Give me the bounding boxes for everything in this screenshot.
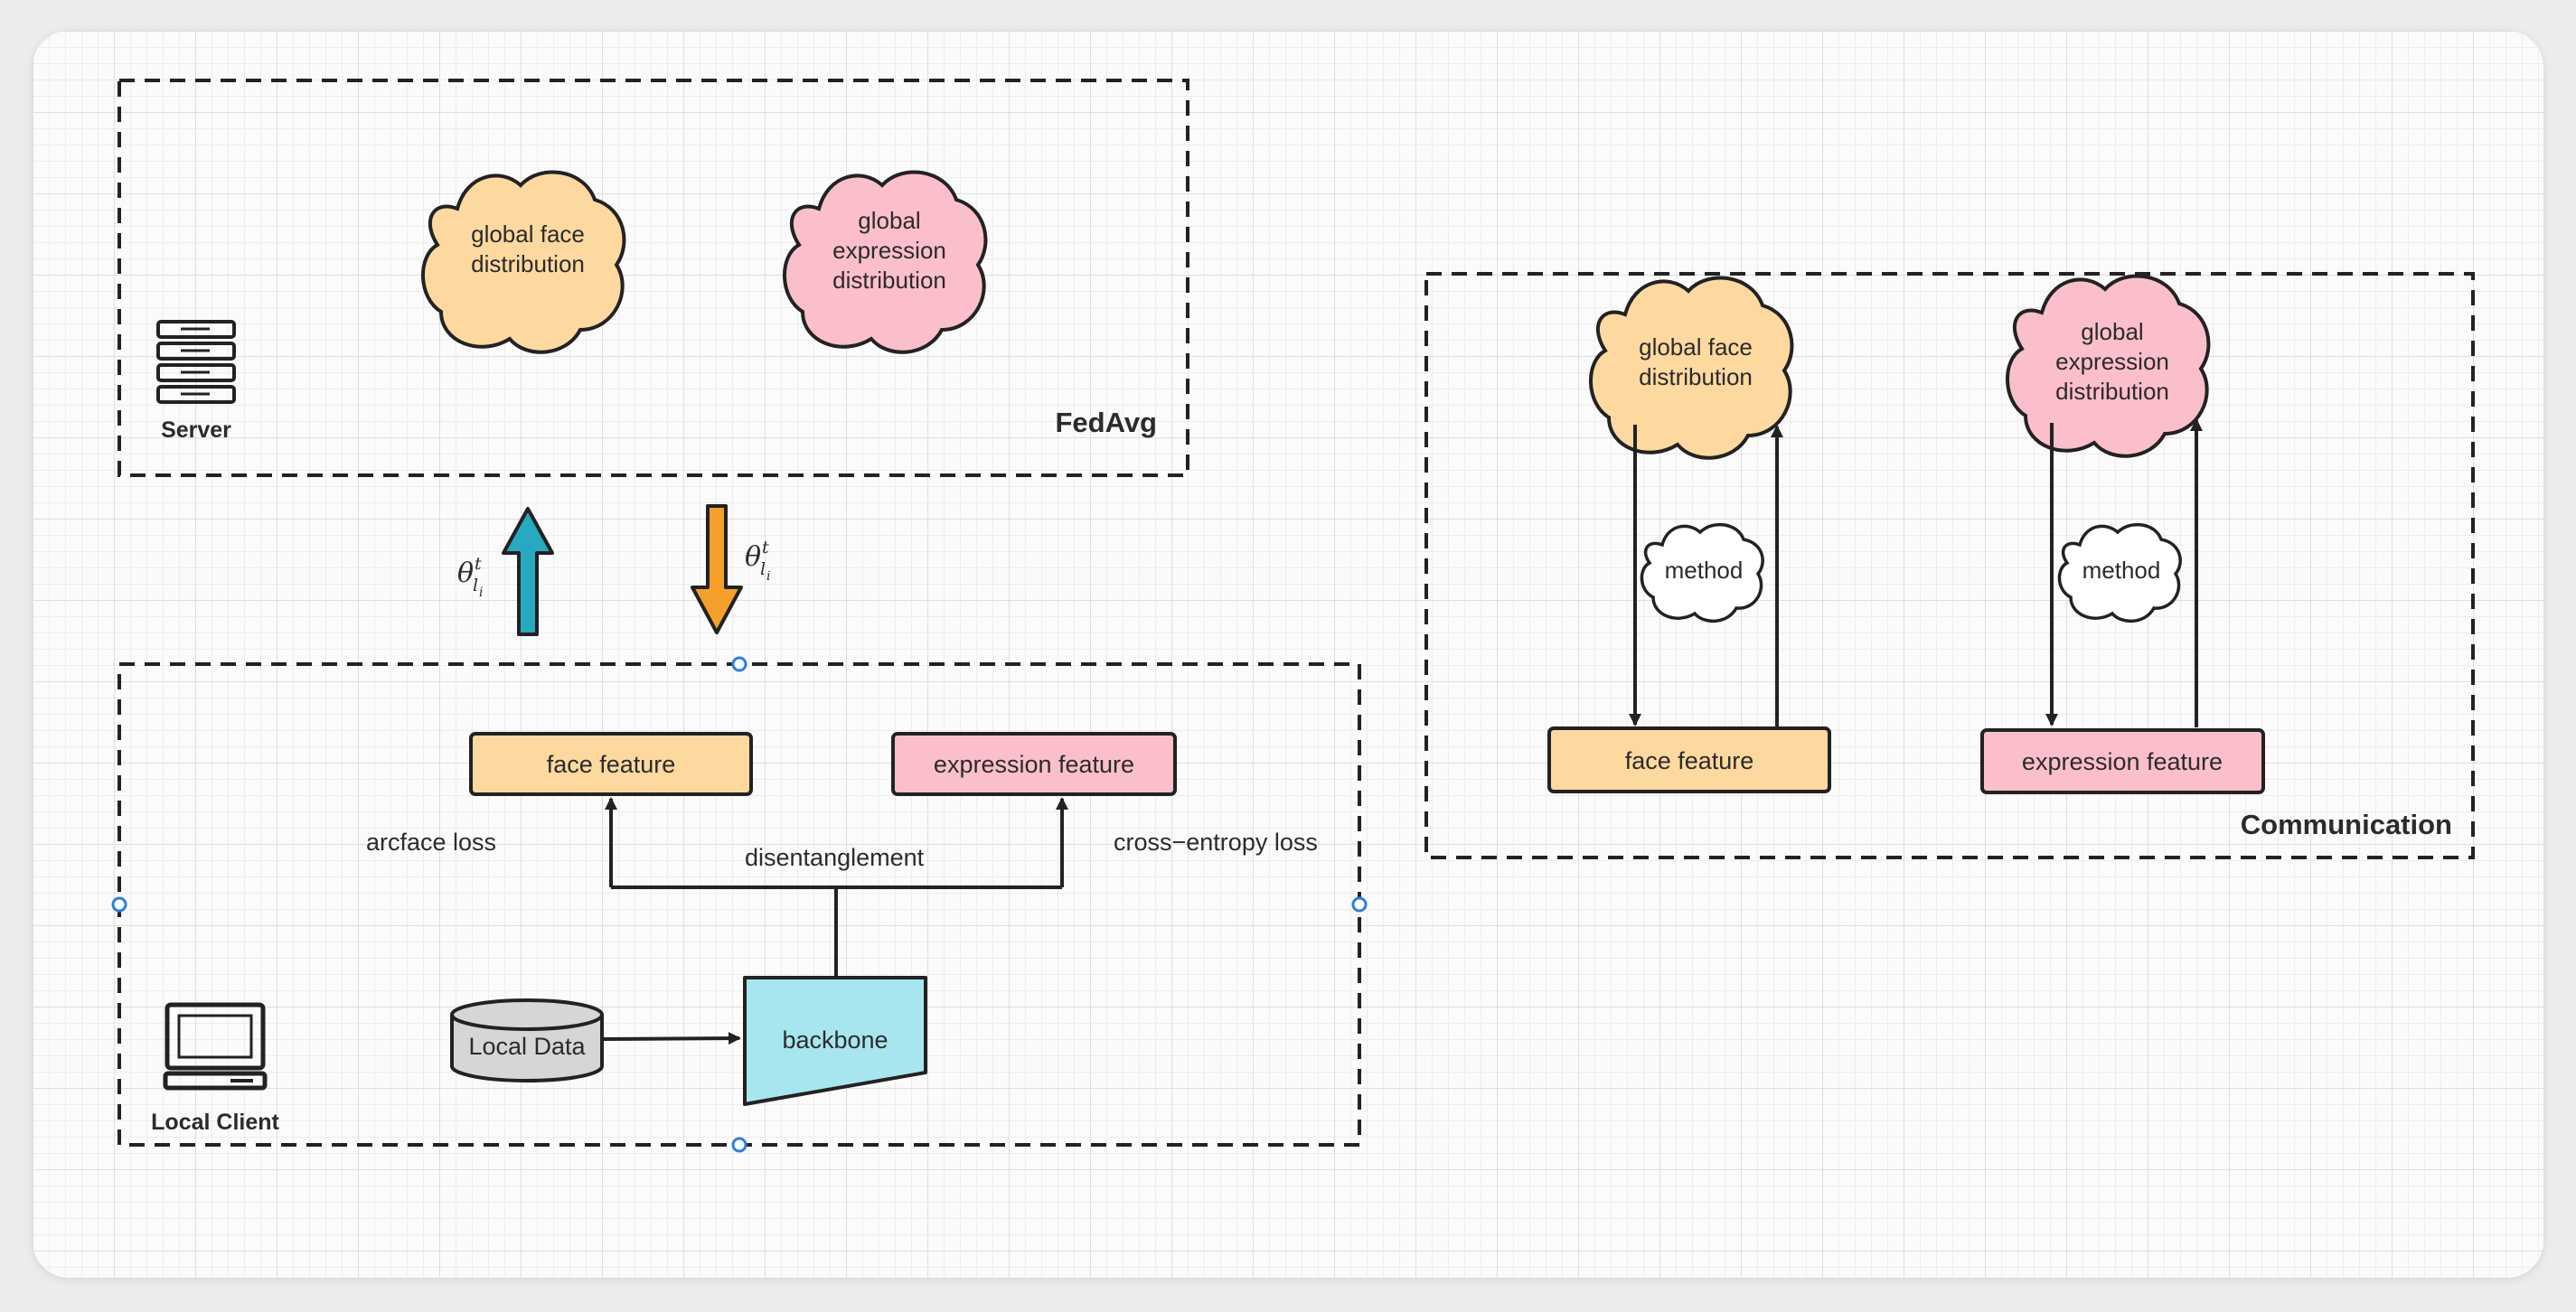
face-feature-box[interactable] [469, 732, 753, 796]
comm-face-feature-label: face feature [1625, 747, 1754, 774]
communication-box-border [1424, 272, 2475, 859]
download-arrow [691, 504, 743, 634]
arcface-loss-label: arcface loss [366, 829, 496, 856]
svg-text:t: t [762, 538, 769, 558]
server-box[interactable]: global face distribution global expressi… [118, 79, 1189, 477]
fedavg-label: FedAvg [1055, 407, 1157, 438]
expression-feature-label: expression feature [934, 751, 1134, 778]
communication-label: Communication [2241, 809, 2452, 840]
selection-handle[interactable] [731, 656, 747, 672]
cloud-label-line2: distribution [471, 250, 585, 277]
svg-text:i: i [766, 569, 770, 584]
cloud-label-line3: distribution [832, 267, 946, 294]
global-expression-distribution-cloud[interactable]: global expression distribution [782, 170, 988, 354]
local-data-label: Local Data [468, 1033, 586, 1060]
method-cloud-left[interactable]: method [1640, 522, 1764, 623]
cloud-label-line2: expression [2055, 348, 2169, 375]
local-data-to-backbone-arrow [603, 1032, 741, 1045]
server-label: Server [161, 417, 231, 443]
cloud-label-line1: global [858, 207, 920, 234]
selection-handle[interactable] [1351, 896, 1368, 913]
comm-expression-feature-label: expression feature [2022, 748, 2223, 775]
global-face-distribution-cloud[interactable]: global face distribution [420, 170, 626, 354]
svg-text:l: l [473, 576, 478, 595]
disentanglement-connector [605, 797, 1068, 978]
svg-text:θ: θ [457, 558, 474, 589]
cross-entropy-loss-label: cross−entropy loss [1114, 829, 1318, 856]
server-box-border [118, 79, 1189, 477]
local-client-label: Local Client [151, 1110, 279, 1135]
cloud-label-line1: global face [1639, 333, 1753, 361]
expression-feature-box[interactable] [891, 732, 1177, 796]
cloud-label-line1: global face [471, 220, 585, 248]
method-label: method [1665, 557, 1744, 584]
comm-face-feature-box[interactable] [1547, 726, 1831, 793]
communication-box[interactable]: global face distribution global expressi… [1424, 272, 2475, 859]
local-data-cylinder[interactable] [450, 998, 604, 1082]
selection-handle[interactable] [731, 1137, 747, 1153]
cloud-label-line2: distribution [1639, 363, 1753, 390]
server-icon [156, 320, 236, 404]
comm-expression-feature-box[interactable] [1980, 728, 2265, 794]
cloud-label-line1: global [2081, 318, 2143, 345]
method-label: method [2082, 557, 2161, 584]
comm-global-face-distribution-cloud[interactable]: global face distribution [1588, 276, 1794, 460]
comm-global-expression-distribution-cloud[interactable]: global expression distribution [2005, 274, 2211, 458]
selection-handles[interactable] [111, 656, 1368, 1153]
svg-text:θ: θ [745, 541, 761, 573]
disentanglement-label: disentanglement [745, 844, 925, 871]
svg-text:i: i [479, 586, 483, 600]
face-feature-label: face feature [547, 751, 676, 778]
backbone-label: backbone [782, 1026, 888, 1054]
cloud-label-line3: distribution [2055, 378, 2169, 405]
download-theta-label: θ t l i [745, 538, 770, 584]
svg-text:l: l [760, 559, 766, 579]
cloud-label-line2: expression [832, 237, 946, 264]
local-client-box[interactable]: face feature expression feature arcface … [111, 656, 1368, 1153]
selection-handle[interactable] [111, 896, 127, 913]
method-cloud-right[interactable]: method [2057, 522, 2182, 623]
svg-text:t: t [475, 554, 482, 574]
upload-theta-label: θ t l i [457, 554, 483, 600]
laptop-icon [163, 1002, 268, 1091]
backbone-trapezoid[interactable] [743, 976, 927, 1106]
upload-arrow [502, 507, 554, 636]
